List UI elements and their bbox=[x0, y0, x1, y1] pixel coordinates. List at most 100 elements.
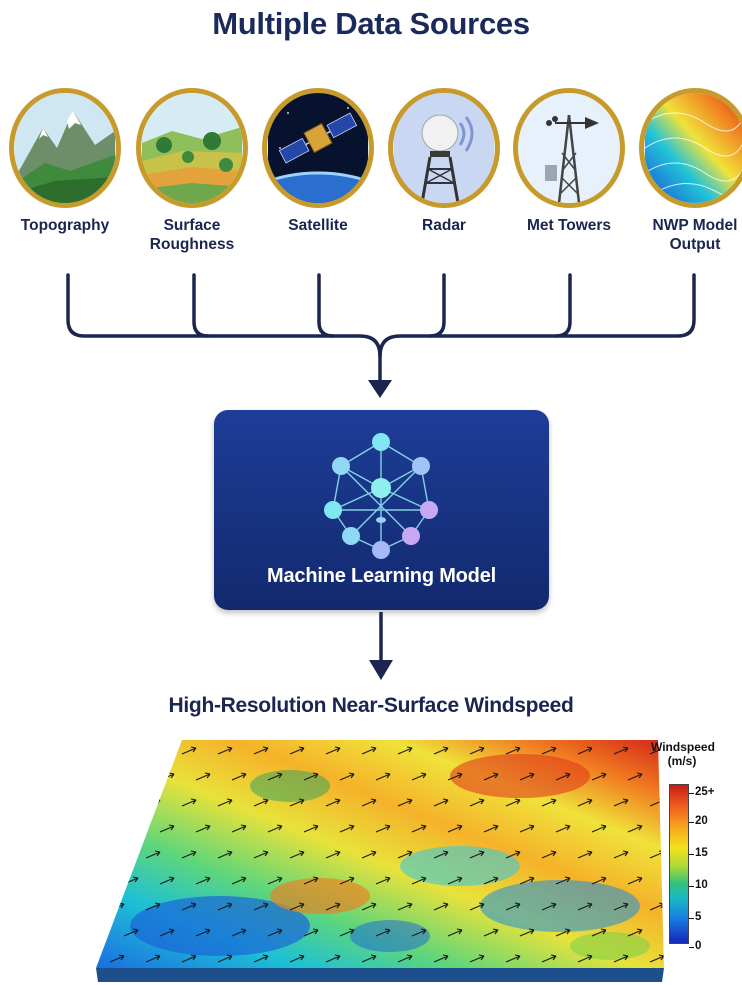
wind-arrow bbox=[505, 746, 521, 755]
wind-arrow bbox=[519, 876, 535, 885]
source-radar: Radar bbox=[382, 88, 506, 235]
satellite-icon bbox=[262, 88, 374, 208]
wind-arrow bbox=[649, 954, 664, 963]
wind-arrow bbox=[289, 850, 305, 859]
wind-arrow bbox=[289, 954, 305, 963]
wind-arrow bbox=[253, 902, 269, 911]
wind-arrow bbox=[447, 928, 463, 937]
wind-arrow bbox=[109, 746, 125, 755]
wind-arrow bbox=[181, 902, 197, 911]
wind-arrow bbox=[289, 798, 305, 807]
wind-arrow bbox=[145, 746, 161, 755]
wind-arrow bbox=[339, 772, 355, 781]
mountain-icon bbox=[9, 88, 121, 208]
wind-arrow bbox=[375, 928, 391, 937]
wind-arrow bbox=[267, 876, 283, 885]
wind-arrow bbox=[541, 746, 557, 755]
wind-arrow bbox=[303, 876, 319, 885]
source-label: NWP Model Output bbox=[652, 217, 738, 253]
wind-arrow bbox=[217, 746, 233, 755]
wind-arrow bbox=[483, 928, 499, 937]
wind-arrow bbox=[181, 954, 197, 963]
wind-arrow bbox=[217, 902, 233, 911]
connector-lines bbox=[66, 273, 696, 398]
wind-arrow bbox=[469, 746, 485, 755]
wind-arrow bbox=[411, 772, 427, 781]
wind-arrow bbox=[555, 824, 571, 833]
wind-arrow bbox=[613, 954, 629, 963]
wind-arrow bbox=[375, 876, 391, 885]
connector-nwp bbox=[378, 273, 696, 358]
wind-arrow bbox=[505, 902, 521, 911]
wind-arrow bbox=[483, 772, 499, 781]
wind-arrow bbox=[591, 824, 607, 833]
wind-arrow bbox=[627, 824, 643, 833]
wind-arrow bbox=[267, 772, 283, 781]
legend-tick: 20 bbox=[689, 815, 708, 827]
windspeed-map bbox=[96, 740, 664, 982]
wind-arrow bbox=[433, 850, 449, 859]
connector-topography bbox=[66, 273, 382, 384]
radar-icon bbox=[388, 88, 500, 208]
wind-arrow bbox=[469, 850, 485, 859]
wind-arrow bbox=[123, 772, 139, 781]
wind-arrow bbox=[325, 798, 341, 807]
wind-arrow bbox=[181, 746, 197, 755]
wind-arrow bbox=[397, 850, 413, 859]
wind-arrow bbox=[267, 824, 283, 833]
wind-arrow bbox=[195, 876, 211, 885]
wind-arrow bbox=[361, 798, 377, 807]
source-satellite: Satellite bbox=[256, 88, 380, 235]
wind-arrow bbox=[519, 824, 535, 833]
wind-arrow bbox=[253, 746, 269, 755]
wind-arrow bbox=[505, 850, 521, 859]
wind-arrow bbox=[541, 902, 557, 911]
wind-arrow bbox=[613, 798, 629, 807]
source-label: Satellite bbox=[288, 217, 348, 234]
wind-arrow bbox=[145, 902, 161, 911]
wind-arrow bbox=[447, 824, 463, 833]
source-met-towers: Met Towers bbox=[507, 88, 631, 235]
wind-arrow bbox=[195, 928, 211, 937]
wind-arrow bbox=[519, 928, 535, 937]
wind-arrow bbox=[591, 772, 607, 781]
wind-arrow bbox=[231, 876, 247, 885]
wind-arrow bbox=[577, 954, 593, 963]
wind-arrow bbox=[577, 902, 593, 911]
wind-arrow bbox=[231, 928, 247, 937]
wind-arrow bbox=[159, 928, 175, 937]
arrow-down-icon bbox=[369, 612, 393, 680]
wind-arrow bbox=[325, 850, 341, 859]
wind-arrow bbox=[303, 772, 319, 781]
wind-arrow bbox=[591, 928, 607, 937]
wind-arrow bbox=[325, 954, 341, 963]
wind-arrow bbox=[289, 746, 305, 755]
wind-arrow bbox=[195, 824, 211, 833]
windspeed-legend: Windspeed (m/s) 25+ 20 15 10 5 0 bbox=[651, 740, 741, 952]
output-title: High-Resolution Near-Surface Windspeed bbox=[168, 694, 574, 717]
wind-arrow bbox=[469, 954, 485, 963]
wind-arrow bbox=[397, 798, 413, 807]
wind-arrow bbox=[541, 954, 557, 963]
legend-colorbar bbox=[669, 784, 689, 944]
wind-arrow bbox=[123, 824, 139, 833]
legend-tick: 15 bbox=[689, 847, 708, 859]
wind-arrows bbox=[109, 746, 664, 963]
map-base-edge bbox=[96, 968, 664, 982]
wind-arrow bbox=[217, 954, 233, 963]
wind-arrow bbox=[303, 928, 319, 937]
wind-arrow bbox=[613, 902, 629, 911]
arrow-down-icon bbox=[368, 380, 392, 398]
legend-tick: 25+ bbox=[689, 786, 715, 798]
wind-arrow bbox=[361, 850, 377, 859]
wind-arrow bbox=[663, 772, 664, 781]
wind-arrow bbox=[289, 902, 305, 911]
wind-arrow bbox=[397, 746, 413, 755]
wind-arrow bbox=[253, 954, 269, 963]
wind-arrow bbox=[195, 772, 211, 781]
wind-arrow bbox=[591, 876, 607, 885]
source-label: Radar bbox=[422, 217, 466, 234]
wind-arrow bbox=[109, 954, 125, 963]
wind-arrow bbox=[159, 824, 175, 833]
wind-arrow bbox=[519, 772, 535, 781]
